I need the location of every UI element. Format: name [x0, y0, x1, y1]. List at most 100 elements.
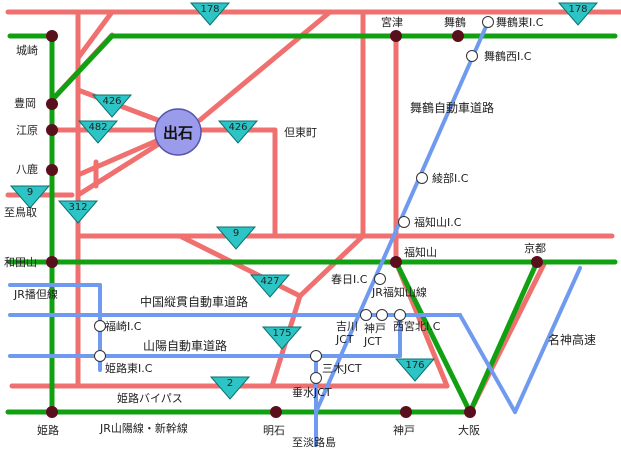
station-label-himeji: 姫路	[37, 424, 59, 437]
interchange-label-fukusaki: 福崎I.C	[105, 320, 142, 333]
map-label-jr-sanyo: JR山陽線・新幹線	[100, 422, 188, 435]
map-label-to-awaji: 至淡路島	[292, 436, 336, 449]
station-miyazu[interactable]	[390, 30, 402, 42]
route-badge-482	[77, 120, 119, 144]
route-badge-9	[215, 226, 257, 250]
station-label-kinosaki: 城崎	[16, 44, 38, 57]
interchange-maizuru_east[interactable]	[482, 16, 494, 28]
station-wadayama[interactable]	[46, 256, 58, 268]
interchange-label-tarumi: 垂水JCT	[292, 386, 332, 399]
interchange-fukuchiyama_ic[interactable]	[398, 216, 410, 228]
map-label-meishin: 名神高速	[548, 333, 597, 347]
izushi-town-label: 出石	[162, 124, 193, 142]
station-himeji[interactable]	[46, 406, 58, 418]
izushi-town-marker[interactable]	[154, 108, 202, 156]
station-label-wadayama: 和田山	[4, 256, 37, 269]
route-badge-number: 9	[232, 228, 240, 239]
station-osaka[interactable]	[464, 406, 476, 418]
route-badge-number: 9	[26, 187, 34, 198]
interchange-himeji_east[interactable]	[94, 350, 106, 362]
rail-kyoto	[467, 259, 540, 415]
interchange-kobe_jct[interactable]	[376, 309, 388, 321]
map-label-to-tottori: 至鳥取	[4, 206, 37, 219]
road-spur-b	[75, 137, 168, 198]
rail-link	[49, 33, 115, 103]
interchange-fukusaki[interactable]	[94, 320, 106, 332]
route-badge-175	[261, 326, 303, 350]
interchange-label-miki: 三木JCT	[322, 362, 362, 375]
interchange-label-maizuru_west: 舞鶴西I.C	[484, 50, 532, 63]
interchange-label-himeji_east: 姫路東I.C	[105, 362, 153, 375]
route-badge-176	[394, 358, 436, 382]
route-badge-9	[9, 185, 51, 209]
route-badge-number: 2	[226, 378, 234, 389]
interchange-tarumi[interactable]	[310, 372, 322, 384]
station-label-miyazu: 宮津	[381, 16, 403, 29]
station-kyoto[interactable]	[531, 256, 543, 268]
station-akashi[interactable]	[270, 406, 282, 418]
map-nodes	[46, 16, 543, 418]
interchange-kasuga[interactable]	[374, 273, 386, 285]
route-badge-number: 426	[102, 96, 122, 107]
route-badge-312	[57, 200, 99, 224]
interchange-label-fukuchiyama_ic: 福知山I.C	[414, 216, 462, 229]
station-maizuru[interactable]	[452, 30, 464, 42]
interchange-maizuru_west[interactable]	[466, 50, 478, 62]
rail-fukuchiyama	[393, 259, 473, 415]
interchange-label-yokawa: 吉川 JCT	[336, 320, 358, 346]
road-175-mid	[297, 233, 366, 299]
map-label-chugoku-expressway: 中国縦貫自動車道路	[140, 295, 249, 309]
station-label-kyoto: 京都	[524, 242, 546, 255]
station-ebara[interactable]	[46, 124, 58, 136]
route-badge-426	[217, 120, 259, 144]
interchange-yokawa[interactable]	[360, 309, 372, 321]
road-diag-a	[75, 9, 115, 61]
station-fukuchiyama[interactable]	[390, 256, 402, 268]
road-izushi-ne	[197, 9, 333, 123]
station-label-kobe: 神戸	[393, 424, 415, 437]
map-label-jr-fukuchiyama: JR福知山線	[372, 286, 427, 299]
station-toyooka[interactable]	[46, 98, 58, 110]
route-badge-426	[91, 94, 133, 118]
route-badge-number: 482	[88, 122, 108, 133]
interchange-ayabe[interactable]	[416, 172, 428, 184]
expressway-chugoku-east	[458, 313, 517, 414]
station-label-toyooka: 豊岡	[14, 97, 36, 110]
route-badge-number: 175	[272, 328, 292, 339]
route-badge-number: 176	[405, 360, 425, 371]
expressway-meishin	[513, 266, 582, 414]
station-kinosaki[interactable]	[46, 30, 58, 42]
interchange-label-kasuga: 春日I.C	[331, 273, 368, 286]
route-badge-178	[557, 2, 599, 26]
route-badge-2	[209, 376, 251, 400]
route-badge-number: 178	[200, 4, 220, 15]
route-badge-427	[249, 274, 291, 298]
station-kobe[interactable]	[400, 406, 412, 418]
route-badge-number: 426	[228, 122, 248, 133]
road-spur-a	[75, 135, 166, 178]
interchange-label-ayabe: 綾部I.C	[432, 172, 469, 185]
route-badge-number: 312	[68, 202, 88, 213]
interchange-label-kobe_jct: 神戸 JCT	[364, 322, 386, 348]
interchange-label-maizuru_east: 舞鶴東I.C	[496, 16, 544, 29]
route-badges	[9, 2, 599, 400]
interchange-label-nishinomiya: 西宮北I.C	[393, 320, 441, 333]
interchange-miki[interactable]	[310, 350, 322, 362]
map-label-tanto: 但東町	[284, 126, 317, 139]
route-badge-number: 178	[568, 4, 588, 15]
station-label-akashi: 明石	[263, 424, 285, 437]
map-label-himeji-bypass: 姫路バイパス	[117, 392, 183, 405]
map-label-sanyo-expressway: 山陽自動車道路	[143, 339, 228, 353]
station-label-fukuchiyama: 福知山	[404, 246, 437, 259]
interchange-nishinomiya[interactable]	[394, 309, 406, 321]
station-label-ebara: 江原	[16, 124, 38, 137]
station-label-osaka: 大阪	[458, 424, 480, 437]
station-label-yoka: 八鹿	[16, 163, 38, 176]
map-label-maizuru-expressway: 舞鶴自動車道路	[410, 101, 495, 115]
route-badge-number: 427	[260, 276, 280, 287]
station-yoka[interactable]	[46, 164, 58, 176]
route-badge-178	[189, 2, 231, 26]
map-label-jr-bantan: JR播但線	[14, 288, 58, 301]
